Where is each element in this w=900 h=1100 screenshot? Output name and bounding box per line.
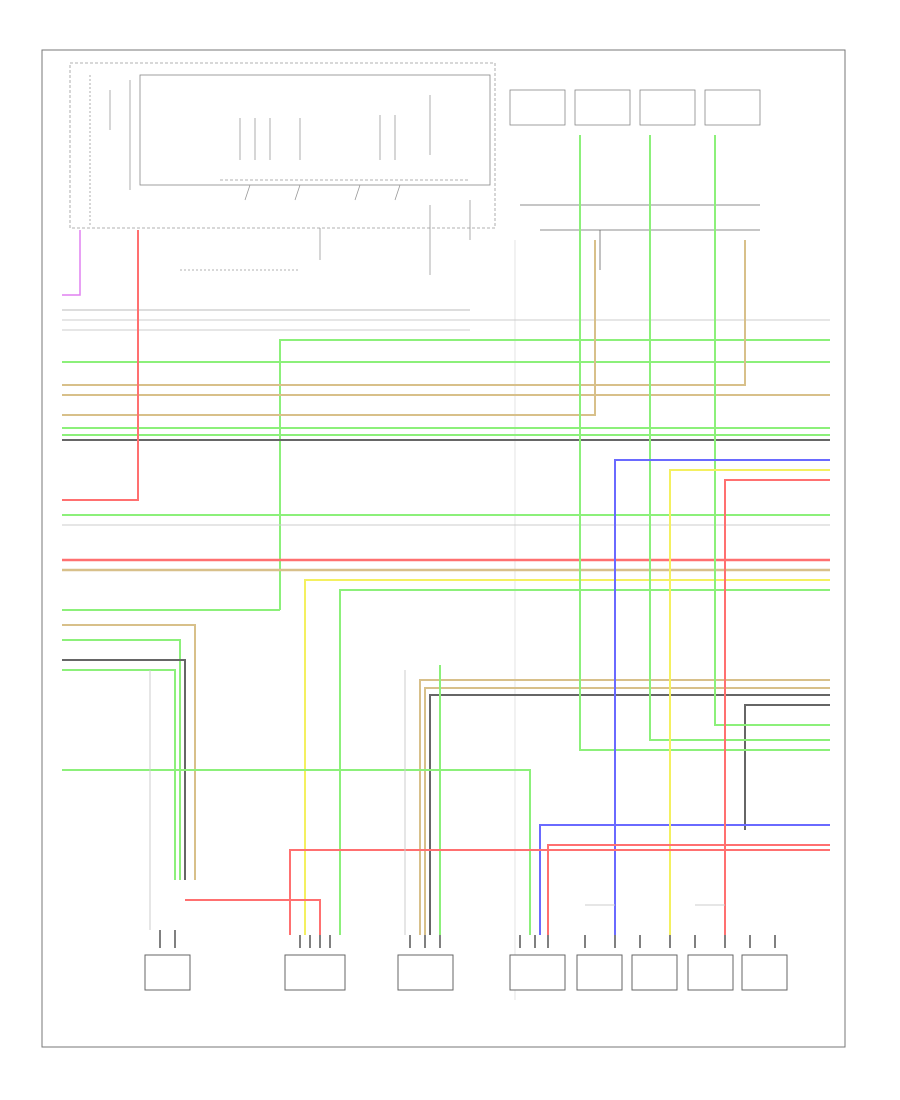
module-5	[576, 954, 623, 991]
module-6	[631, 954, 678, 991]
ground-lines	[149, 670, 725, 935]
module-pins	[159, 930, 776, 948]
module-7	[687, 954, 734, 991]
module-8	[741, 954, 788, 991]
module-4	[509, 954, 566, 991]
wire-runs	[62, 135, 830, 935]
upper-left-module	[69, 62, 496, 275]
module-3	[397, 954, 454, 991]
diagram-frame	[41, 49, 846, 1048]
upper-right-connectors	[509, 89, 761, 1000]
bottom-modules	[144, 954, 788, 991]
module-1	[144, 954, 191, 991]
module-2	[284, 954, 346, 991]
